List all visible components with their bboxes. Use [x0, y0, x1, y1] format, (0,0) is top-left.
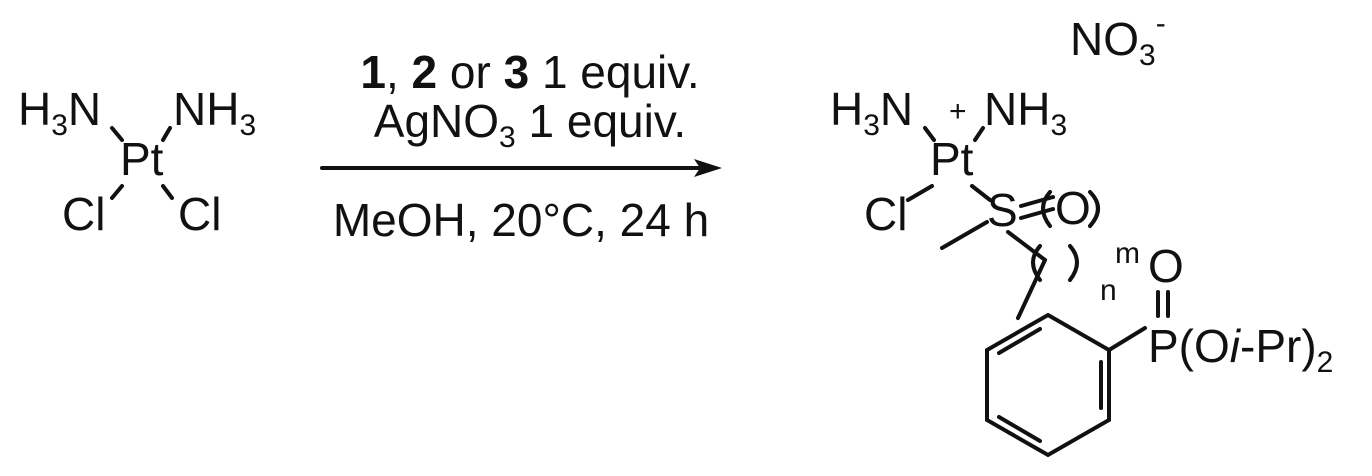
oxo-bracket-left — [1041, 190, 1052, 228]
reactant-cl-left-label: Cl — [62, 188, 105, 240]
product-oxo-label: O — [1055, 182, 1091, 234]
conditions-silver-line: AgNO3 1 equiv. — [374, 95, 686, 154]
bond-s-oxo-lower — [1019, 207, 1055, 220]
reactant-h3n-label: H3N — [18, 83, 101, 142]
chain-bracket-left — [1031, 244, 1042, 282]
reactant-pt-label: Pt — [120, 133, 164, 185]
bond-aryl-p — [1107, 326, 1147, 352]
product-phosphonate-label: P(Oi-Pr)2 — [1148, 320, 1333, 379]
reaction-arrow-head — [694, 159, 722, 177]
product-nh3-label: NH3 — [984, 83, 1067, 142]
benzene-ring — [985, 312, 1111, 458]
reactant-cl-right-label: Cl — [178, 188, 221, 240]
bond-pt-s — [970, 184, 992, 202]
benzene-double-bond-bottom-left — [997, 415, 1042, 443]
bond-s-ch2 — [1006, 230, 1047, 262]
bond-s-methyl — [940, 220, 989, 250]
bond-s-oxo-upper — [1019, 195, 1055, 208]
conditions-reagent-line: 1, 2 or 3 1 equiv. — [360, 46, 699, 98]
chain-bracket-right — [1068, 244, 1079, 282]
reactant-nh3-label: NH3 — [173, 83, 256, 142]
product-n-index: n — [1100, 274, 1117, 307]
product-phosphoryl-oxygen: O — [1148, 240, 1184, 292]
product-positive-charge: + — [949, 95, 967, 128]
bond-pt-n-right — [161, 126, 172, 142]
reaction-conditions: 1, 2 or 3 1 equiv. AgNO3 1 equiv. MeOH, … — [320, 46, 722, 246]
product-nitrate-counterion: NO3- — [1070, 7, 1166, 72]
product-pt-label: Pt — [930, 133, 974, 185]
bond-pt-n-left — [110, 126, 124, 142]
product-cl-label: Cl — [864, 188, 907, 240]
bond-pt-cl-left — [110, 184, 124, 200]
benzene-double-bond-top-left — [997, 327, 1042, 355]
bond-pt-n-right — [973, 126, 985, 142]
oxo-bracket-right — [1088, 190, 1100, 228]
product-h3n-label: H3N — [830, 83, 913, 142]
reactant-cisplatin: H3N NH3 Pt Cl Cl — [18, 83, 256, 240]
bond-pt-cl — [906, 184, 934, 202]
conditions-solvent-line: MeOH, 20°C, 24 h — [333, 194, 709, 246]
product-m-index: m — [1115, 237, 1140, 270]
bond-pt-cl-right — [161, 184, 174, 200]
product-complex: NO3- H3N + NH3 Pt Cl S O m n O P(Oi-Pr)2 — [830, 7, 1333, 458]
product-sulfur-label: S — [987, 184, 1018, 236]
bond-pt-n-left — [923, 126, 936, 142]
bond-ch2-aryl — [1016, 258, 1047, 320]
